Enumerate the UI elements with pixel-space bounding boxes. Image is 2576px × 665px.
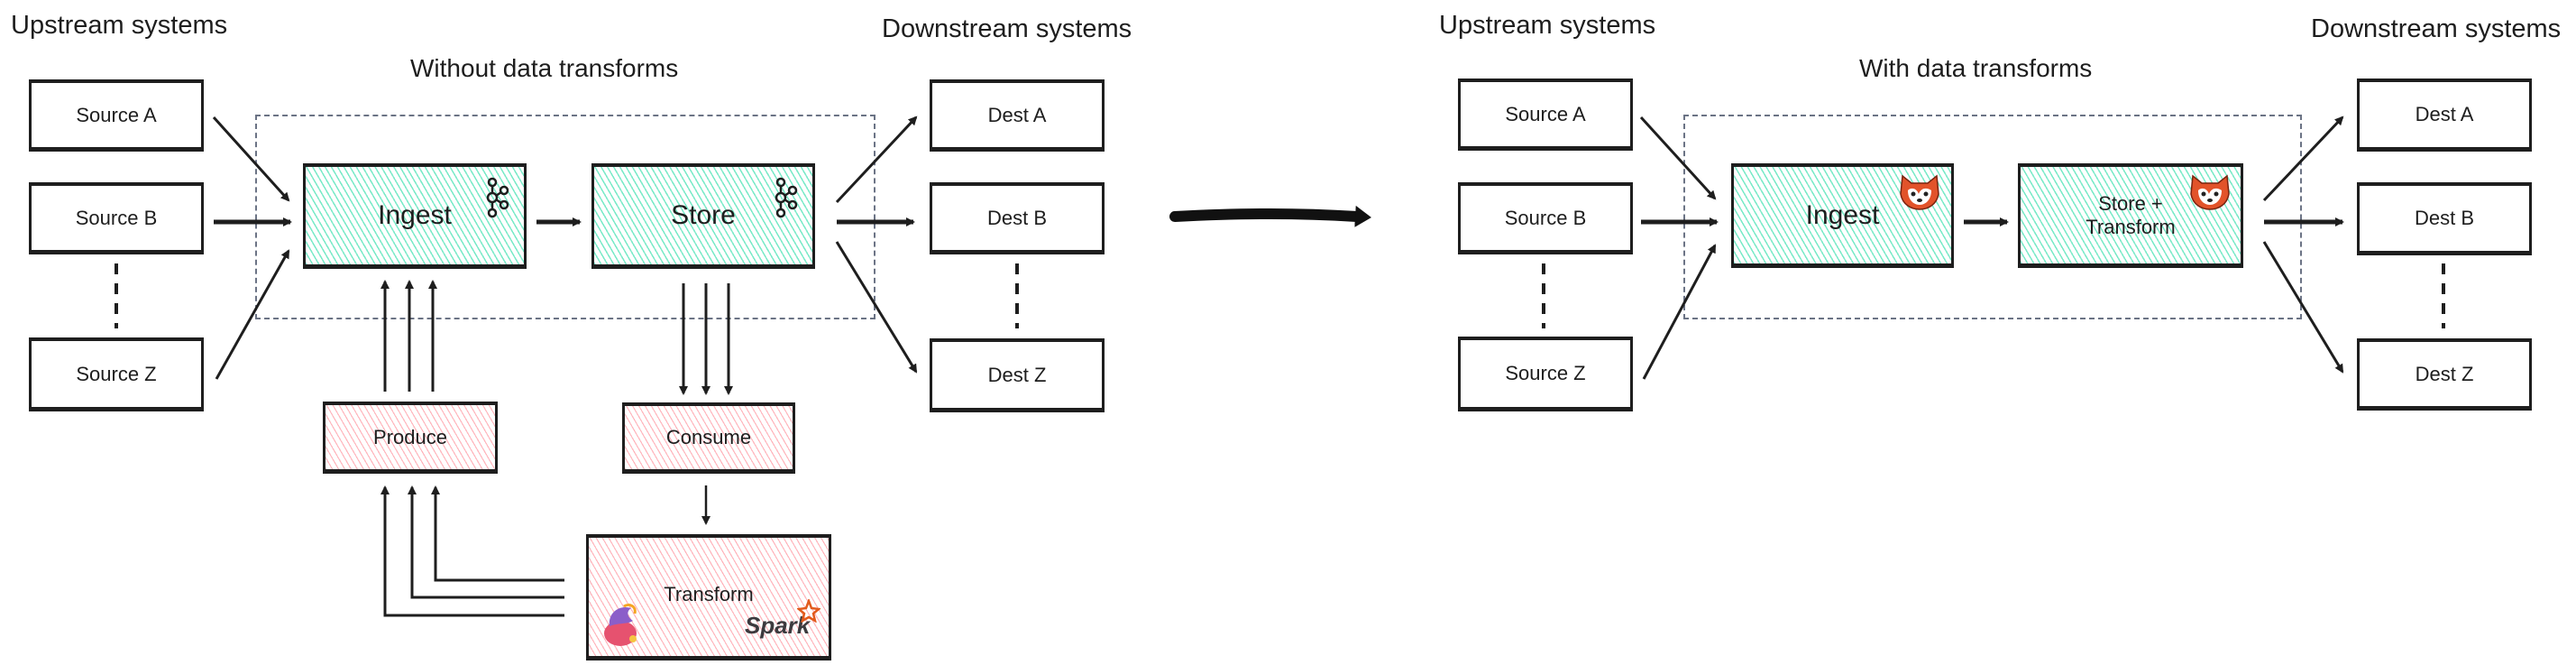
ingest-box: Ingest bbox=[1731, 163, 1954, 268]
downstream-title-right: Downstream systems bbox=[2311, 14, 2562, 43]
store-label: Store + bbox=[2098, 191, 2163, 215]
spark-icon: Spark bbox=[745, 612, 811, 639]
arrow-source-a-to-ingest bbox=[212, 115, 290, 202]
source-a-box: Source A bbox=[1458, 79, 1633, 151]
kafka-icon bbox=[775, 177, 798, 218]
source-b-label: Source B bbox=[75, 206, 158, 229]
source-z-box: Source Z bbox=[1458, 337, 1633, 411]
group-title-right: With data transforms bbox=[1859, 54, 2093, 82]
source-b-box: Source B bbox=[1458, 182, 1633, 254]
ingest-label: Ingest bbox=[1805, 199, 1880, 230]
dest-z-label: Dest Z bbox=[2415, 362, 2474, 385]
produce-box: Produce bbox=[323, 402, 498, 474]
spark-star-icon bbox=[797, 599, 820, 623]
flink-icon bbox=[604, 603, 637, 646]
ingest-label: Ingest bbox=[378, 200, 452, 230]
source-a-label: Source A bbox=[1505, 102, 1586, 125]
source-z-box: Source Z bbox=[29, 337, 204, 411]
source-b-box: Source B bbox=[29, 182, 204, 254]
redpanda-icon bbox=[1900, 174, 1939, 210]
arrow-store-to-dest-z bbox=[2262, 241, 2344, 374]
redpanda-icon bbox=[2190, 174, 2230, 210]
platform-boundary-left bbox=[255, 115, 875, 319]
kafka-icon bbox=[486, 177, 509, 218]
arrow-transform-to-produce-1 bbox=[431, 485, 564, 582]
arrow-source-z-to-ingest bbox=[1642, 244, 1717, 380]
group-title-left: Without data transforms bbox=[410, 54, 679, 82]
arrow-source-z-to-ingest bbox=[215, 249, 290, 380]
dest-b-label: Dest B bbox=[2414, 207, 2475, 229]
platform-boundary-right bbox=[1683, 115, 2302, 319]
arrow-store-to-dest-a bbox=[2262, 115, 2344, 202]
dest-a-box: Dest A bbox=[2357, 79, 2532, 152]
transform-label: Transform bbox=[664, 583, 754, 605]
transition-arrow bbox=[1169, 205, 1371, 227]
source-z-label: Source Z bbox=[76, 362, 157, 385]
source-z-label: Source Z bbox=[1505, 362, 1586, 384]
dest-a-label: Dest A bbox=[2415, 103, 2474, 125]
produce-label: Produce bbox=[373, 425, 447, 448]
arrow-store-to-dest-a bbox=[835, 115, 918, 204]
arrow-source-a-to-ingest bbox=[1639, 115, 1717, 200]
dest-b-box: Dest B bbox=[930, 182, 1105, 254]
arrow-store-to-dest-z bbox=[835, 241, 918, 374]
store-transform-box: Store + Transform bbox=[2018, 163, 2243, 268]
transform-label: Transform bbox=[2086, 215, 2176, 238]
dest-b-label: Dest B bbox=[986, 206, 1048, 229]
dest-a-box: Dest A bbox=[930, 79, 1105, 152]
dest-a-label: Dest A bbox=[987, 103, 1047, 126]
source-a-box: Source A bbox=[29, 79, 204, 152]
arrow-transform-to-produce-2 bbox=[408, 485, 564, 599]
upstream-title-left: Upstream systems bbox=[11, 11, 228, 40]
arrow-transform-to-produce-3 bbox=[380, 485, 564, 617]
store-label: Store bbox=[671, 200, 736, 230]
source-b-label: Source B bbox=[1504, 206, 1587, 229]
downstream-title-left: Downstream systems bbox=[882, 14, 1132, 43]
dest-b-box: Dest B bbox=[2357, 182, 2532, 255]
source-a-label: Source A bbox=[76, 103, 157, 126]
dest-z-box: Dest Z bbox=[2357, 338, 2532, 411]
consume-label: Consume bbox=[665, 426, 752, 448]
dest-z-box: Dest Z bbox=[930, 338, 1105, 412]
upstream-title-right: Upstream systems bbox=[1439, 11, 1656, 40]
dest-z-label: Dest Z bbox=[987, 363, 1047, 386]
consume-box: Consume bbox=[622, 402, 795, 474]
